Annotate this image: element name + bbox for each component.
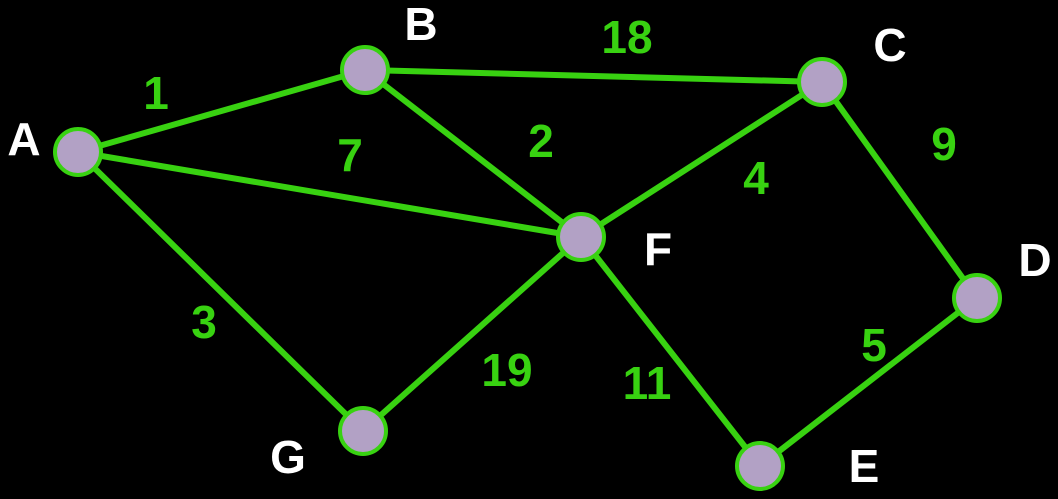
edge-weight-C-D: 9 xyxy=(931,118,957,170)
node-label-A: A xyxy=(7,113,40,165)
node-A xyxy=(53,127,103,177)
edge-A-F xyxy=(75,149,584,240)
edge-A-B xyxy=(75,67,368,155)
labels-layer: 1 7 3 18 2 4 9 5 11 19 A B C D E F G xyxy=(7,0,1051,492)
edge-weight-D-E: 5 xyxy=(861,319,887,371)
edge-F-G xyxy=(360,234,584,434)
edge-E-F xyxy=(578,234,763,469)
node-label-C: C xyxy=(873,19,906,71)
node-B xyxy=(340,45,390,95)
nodes-layer xyxy=(53,45,1002,491)
edge-A-G xyxy=(75,149,366,434)
edge-weight-E-F: 11 xyxy=(623,357,672,409)
node-label-F: F xyxy=(644,223,672,275)
edge-weight-A-G: 3 xyxy=(191,296,217,348)
edge-weight-A-B: 1 xyxy=(143,67,169,119)
edge-weight-C-F: 4 xyxy=(743,152,769,204)
edge-D-E xyxy=(757,295,980,469)
edge-C-D xyxy=(819,79,980,301)
edge-weight-A-F: 7 xyxy=(337,129,363,181)
node-label-B: B xyxy=(404,0,437,50)
edge-weight-B-C: 18 xyxy=(601,11,652,63)
node-label-D: D xyxy=(1018,234,1051,286)
edge-B-C xyxy=(362,67,825,85)
node-label-E: E xyxy=(849,440,880,492)
edges-layer xyxy=(75,67,980,469)
node-D xyxy=(952,273,1002,323)
node-label-G: G xyxy=(270,431,306,483)
node-G xyxy=(338,406,388,456)
edge-weight-F-G: 19 xyxy=(481,344,532,396)
node-C xyxy=(797,57,847,107)
node-E xyxy=(735,441,785,491)
edge-weight-B-F: 2 xyxy=(528,115,554,167)
edge-C-F xyxy=(578,79,825,240)
edge-B-F xyxy=(362,67,584,240)
node-F xyxy=(556,212,606,262)
